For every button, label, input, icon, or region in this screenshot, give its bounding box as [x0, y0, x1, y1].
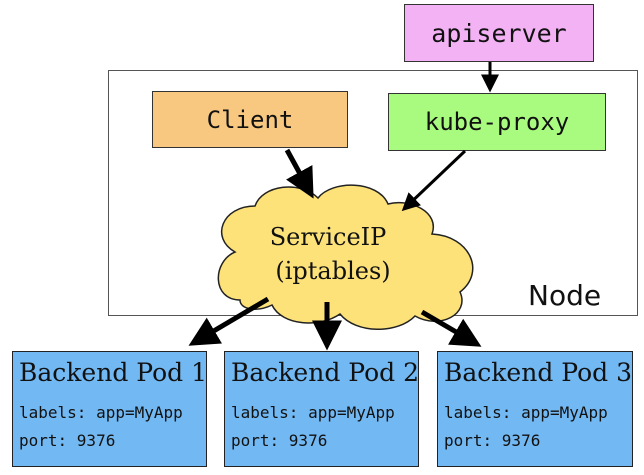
- backend-pod-2: Backend Pod 2 labels: app=MyApp port: 93…: [224, 351, 419, 467]
- pod-labels: labels: app=MyApp: [19, 403, 183, 422]
- service-ip-label: ServiceIP: [270, 223, 387, 251]
- pod-labels: labels: app=MyApp: [444, 403, 608, 422]
- arrow-service-ip-to-pod-3: [420, 309, 482, 347]
- pod-port: port: 9376: [19, 431, 116, 450]
- backend-pod-1: Backend Pod 1 labels: app=MyApp port: 93…: [12, 351, 207, 467]
- service-ip-sublabel: (iptables): [275, 257, 390, 285]
- arrow-service-ip-to-pod-1: [188, 296, 270, 346]
- service-ip-cloud: ServiceIP (iptables): [217, 184, 474, 330]
- node-label: Node: [528, 279, 602, 312]
- pod-title: Backend Pod 3: [444, 358, 632, 387]
- pod-port: port: 9376: [231, 431, 328, 450]
- arrow-kube-proxy-to-service-ip: [401, 149, 467, 212]
- arrow-client-to-service-ip: [284, 148, 314, 199]
- backend-pod-3: Backend Pod 3 labels: app=MyApp port: 93…: [437, 351, 633, 467]
- pod-port: port: 9376: [444, 431, 541, 450]
- pod-title: Backend Pod 2: [231, 358, 419, 387]
- pod-labels: labels: app=MyApp: [231, 403, 395, 422]
- client-box: Client: [152, 91, 348, 148]
- kube-proxy-box: kube-proxy: [388, 93, 606, 151]
- pod-title: Backend Pod 1: [19, 358, 207, 387]
- apiserver-box: apiserver: [404, 4, 594, 62]
